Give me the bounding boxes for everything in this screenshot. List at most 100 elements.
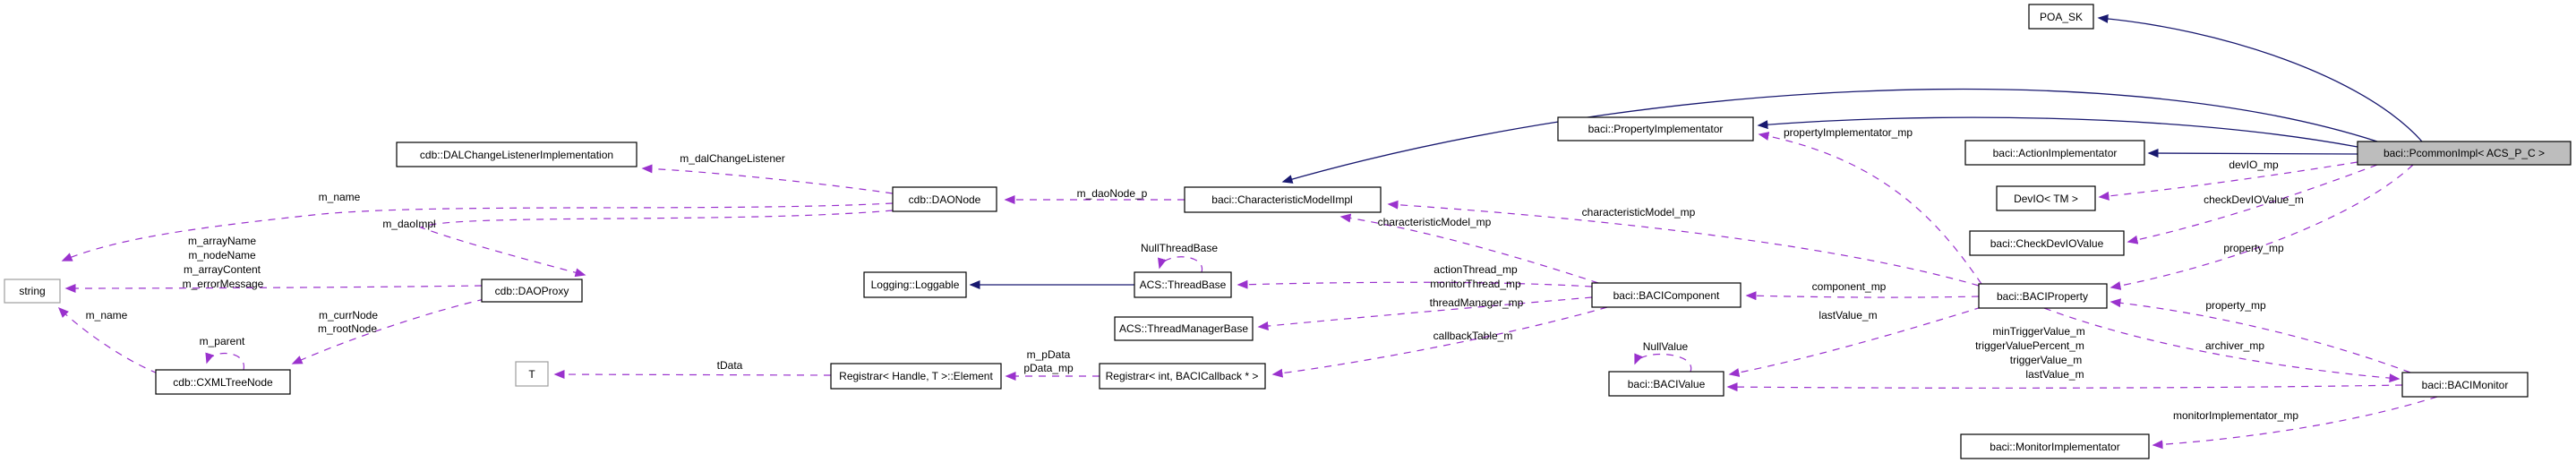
edge-label-pdata-mp: pData_mp <box>1023 362 1074 374</box>
edge-label-lastvalue-m-monitor: lastValue_m <box>2025 368 2084 381</box>
class-node-daoproxy-label: cdb::DAOProxy <box>495 285 569 297</box>
edge-daonode-daoproxy <box>419 210 894 278</box>
class-node-pcommonimpl-label: baci::PcommonImpl< ACS_P_C > <box>2383 147 2545 159</box>
edge-label-mintriggervalue-m: minTriggerValue_m <box>1992 325 2084 338</box>
edge-label-m-daonode-p: m_daoNode_p <box>1077 187 1148 200</box>
class-node-daonode[interactable]: cdb::DAONode <box>892 186 997 212</box>
edge-baciproperty-bacimonitor <box>2043 307 2401 383</box>
edge-labels: m_dalChangeListener m_name m_daoImpl m_d… <box>86 126 2304 422</box>
class-node-characteristicmodelimpl[interactable]: baci::CharacteristicModelImpl <box>1184 186 1382 213</box>
class-node-devio[interactable]: DevIO< TM > <box>1996 185 2096 211</box>
edge-label-m-name-cxml: m_name <box>86 309 128 322</box>
class-node-bacivalue[interactable]: baci::BACIValue <box>1608 371 1724 397</box>
edge-label-triggervaluepercent-m: triggerValuePercent_m <box>1975 339 2084 352</box>
class-node-characteristicmodelimpl-label: baci::CharacteristicModelImpl <box>1211 193 1352 206</box>
edge-pcommonimpl-checkdeviovalue <box>2127 164 2378 244</box>
class-node-poask[interactable]: POA_SK <box>2028 4 2094 30</box>
edge-label-m-parent: m_parent <box>200 335 245 347</box>
class-node-registrar-element[interactable]: Registrar< Handle, T >::Element <box>830 363 1002 390</box>
edge-label-archiver-mp: archiver_mp <box>2205 339 2264 352</box>
edge-bacicomponent-characteristicmodelimpl <box>1339 213 1599 284</box>
class-node-pcommonimpl[interactable]: baci::PcommonImpl< ACS_P_C > <box>2357 141 2572 166</box>
edge-bacimonitor-bacivalue <box>1726 382 2403 392</box>
class-node-t[interactable]: T <box>515 361 549 387</box>
edge-label-characteristicmodel-mp-2: characteristicModel_mp <box>1582 206 1696 219</box>
edge-label-property-mp-pcommon: property_mp <box>2223 242 2284 254</box>
edge-label-nullthreadbase: NullThreadBase <box>1141 242 1218 254</box>
class-node-devio-label: DevIO< TM > <box>2014 193 2078 205</box>
edge-label-tdata: tData <box>717 359 743 372</box>
edge-label-propertyimplementator-mp: propertyImplementator_mp <box>1784 126 1913 139</box>
edge-label-m-arrayname: m_arrayName <box>188 235 256 247</box>
class-node-threadmanagerbase[interactable]: ACS::ThreadManagerBase <box>1114 316 1254 341</box>
edge-bacimonitor-monitorimplementator <box>2152 396 2438 450</box>
edge-pcommonimpl-propertyimplementator <box>1757 116 2358 148</box>
usage-edges <box>57 132 2438 450</box>
edge-label-m-rootnode: m_rootNode <box>318 322 377 335</box>
edge-element-t <box>553 370 832 380</box>
class-node-loggable[interactable]: Logging::Loggable <box>863 271 967 298</box>
edge-daonode-string <box>61 202 894 262</box>
class-node-string-label: string <box>19 285 45 297</box>
edge-label-monitorthread-mp: monitorThread_mp <box>1430 278 1521 290</box>
edge-bacivalue-self-nullvalue <box>1634 353 1692 373</box>
class-node-actionimplementator[interactable]: baci::ActionImplementator <box>1964 140 2145 166</box>
class-node-threadbase[interactable]: ACS::ThreadBase <box>1134 271 1232 298</box>
edge-label-actionthread-mp: actionThread_mp <box>1433 263 1518 276</box>
class-node-checkdeviovalue-label: baci::CheckDevIOValue <box>1990 237 2104 250</box>
class-node-bacivalue-label: baci::BACIValue <box>1628 378 1706 390</box>
class-node-monitorimplementator-label: baci::MonitorImplementator <box>1990 441 2119 453</box>
class-node-bacimonitor[interactable]: baci::BACIMonitor <box>2401 372 2529 398</box>
class-node-cxmltreenode-label: cdb::CXMLTreeNode <box>173 376 273 389</box>
edge-label-threadmanager-mp: threadManager_mp <box>1430 296 1524 309</box>
edge-baciproperty-propertyimplementator <box>1758 132 1982 285</box>
class-node-dalchangelistenerimplementation[interactable]: cdb::DALChangeListenerImplementation <box>396 141 638 167</box>
edge-baciproperty-bacicomponent <box>1745 291 1980 301</box>
class-node-baciproperty[interactable]: baci::BACIProperty <box>1978 283 2108 309</box>
class-node-cxmltreenode[interactable]: cdb::CXMLTreeNode <box>155 369 291 395</box>
inheritance-edges <box>969 13 2423 289</box>
edge-bacicomponent-threadmanagerbase <box>1257 296 1593 330</box>
edge-pcommonimpl-devio <box>2098 161 2358 201</box>
edge-label-m-arraycontent: m_arrayContent <box>184 263 261 276</box>
edge-threadbase-self-nullthreadbase <box>1158 256 1202 273</box>
edge-pcommonimpl-baciproperty <box>2110 164 2414 290</box>
edge-baciproperty-bacivalue <box>1728 306 1982 377</box>
class-node-string[interactable]: string <box>4 279 61 304</box>
edge-label-monitorimplementator-mp: monitorImplementator_mp <box>2173 409 2298 422</box>
class-node-daoproxy[interactable]: cdb::DAOProxy <box>481 279 583 303</box>
edge-label-property-mp-monitor: property_mp <box>2205 299 2266 312</box>
class-node-registrar-int-bacicallback-label: Registrar< int, BACICallback * > <box>1106 370 1259 382</box>
class-node-dalchangelistenerimplementation-label: cdb::DALChangeListenerImplementation <box>420 149 613 161</box>
class-node-poask-label: POA_SK <box>2040 11 2083 23</box>
edge-label-lastvalue-m-property: lastValue_m <box>1819 309 1877 322</box>
edge-label-m-name-daonode: m_name <box>319 191 361 203</box>
class-node-bacimonitor-label: baci::BACIMonitor <box>2422 379 2509 391</box>
class-node-t-label: T <box>528 368 535 381</box>
class-node-propertyimplementator[interactable]: baci::PropertyImplementator <box>1557 116 1754 141</box>
class-node-registrar-int-bacicallback[interactable]: Registrar< int, BACICallback * > <box>1099 363 1266 390</box>
edge-pcommonimpl-characteristicmodelimpl <box>1281 88 2378 184</box>
edge-bacicomponent-registrar <box>1271 306 1608 378</box>
class-node-registrar-element-label: Registrar< Handle, T >::Element <box>839 370 993 382</box>
class-node-checkdeviovalue[interactable]: baci::CheckDevIOValue <box>1969 230 2125 256</box>
edge-bacimonitor-baciproperty <box>2110 298 2411 373</box>
edge-bacicomponent-threadbase <box>1237 279 1593 289</box>
edge-baciproperty-characteristicmodelimpl <box>1387 200 1980 287</box>
class-node-bacicomponent[interactable]: baci::BACIComponent <box>1591 282 1742 308</box>
class-node-loggable-label: Logging::Loggable <box>871 279 960 291</box>
edge-label-m-errormessage: m_errorMessage <box>183 278 264 290</box>
class-node-propertyimplementator-label: baci::PropertyImplementator <box>1588 123 1724 135</box>
class-node-threadbase-label: ACS::ThreadBase <box>1140 279 1227 291</box>
edge-pcommonimpl-actionimplementator <box>2147 149 2358 159</box>
edge-label-m-pdata: m_pData <box>1027 348 1071 361</box>
edge-pcommonimpl-poask <box>2097 13 2423 142</box>
edge-label-m-currnode: m_currNode <box>319 309 378 322</box>
edge-daoproxy-cxmltreenode <box>291 298 485 364</box>
class-node-monitorimplementator[interactable]: baci::MonitorImplementator <box>1960 433 2150 459</box>
edge-label-devio-mp: devIO_mp <box>2229 159 2279 171</box>
edge-daoproxy-string <box>64 283 483 293</box>
edge-label-m-nodename: m_nodeName <box>188 249 256 262</box>
